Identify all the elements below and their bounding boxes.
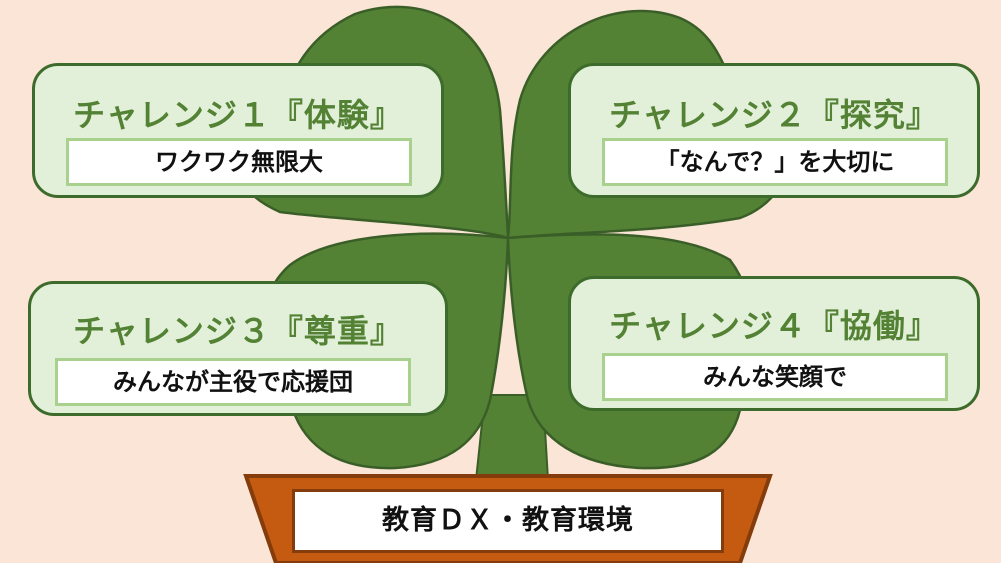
challenge-card-4: チャレンジ４『協働』 みんな笑顔で (568, 276, 980, 411)
challenge-3-title: チャレンジ３『尊重』 (73, 312, 403, 350)
challenge-2-title: チャレンジ２『探究』 (609, 96, 939, 134)
challenge-4-title: チャレンジ４『協働』 (609, 307, 939, 345)
challenge-card-1: チャレンジ１『体験』 ワクワク無限大 (32, 63, 444, 198)
challenge-2-subtitle: 「なんで？」を大切に (602, 138, 948, 186)
challenge-card-3: チャレンジ３『尊重』 みんなが主役で応援団 (28, 281, 448, 416)
pot-label: 教育ＤＸ・教育環境 (292, 489, 724, 553)
challenge-card-2: チャレンジ２『探究』 「なんで？」を大切に (568, 63, 980, 198)
challenge-3-subtitle: みんなが主役で応援団 (55, 358, 411, 406)
challenge-4-subtitle: みんな笑顔で (602, 353, 948, 401)
challenge-1-subtitle: ワクワク無限大 (66, 138, 412, 186)
challenge-1-title: チャレンジ１『体験』 (73, 96, 403, 134)
